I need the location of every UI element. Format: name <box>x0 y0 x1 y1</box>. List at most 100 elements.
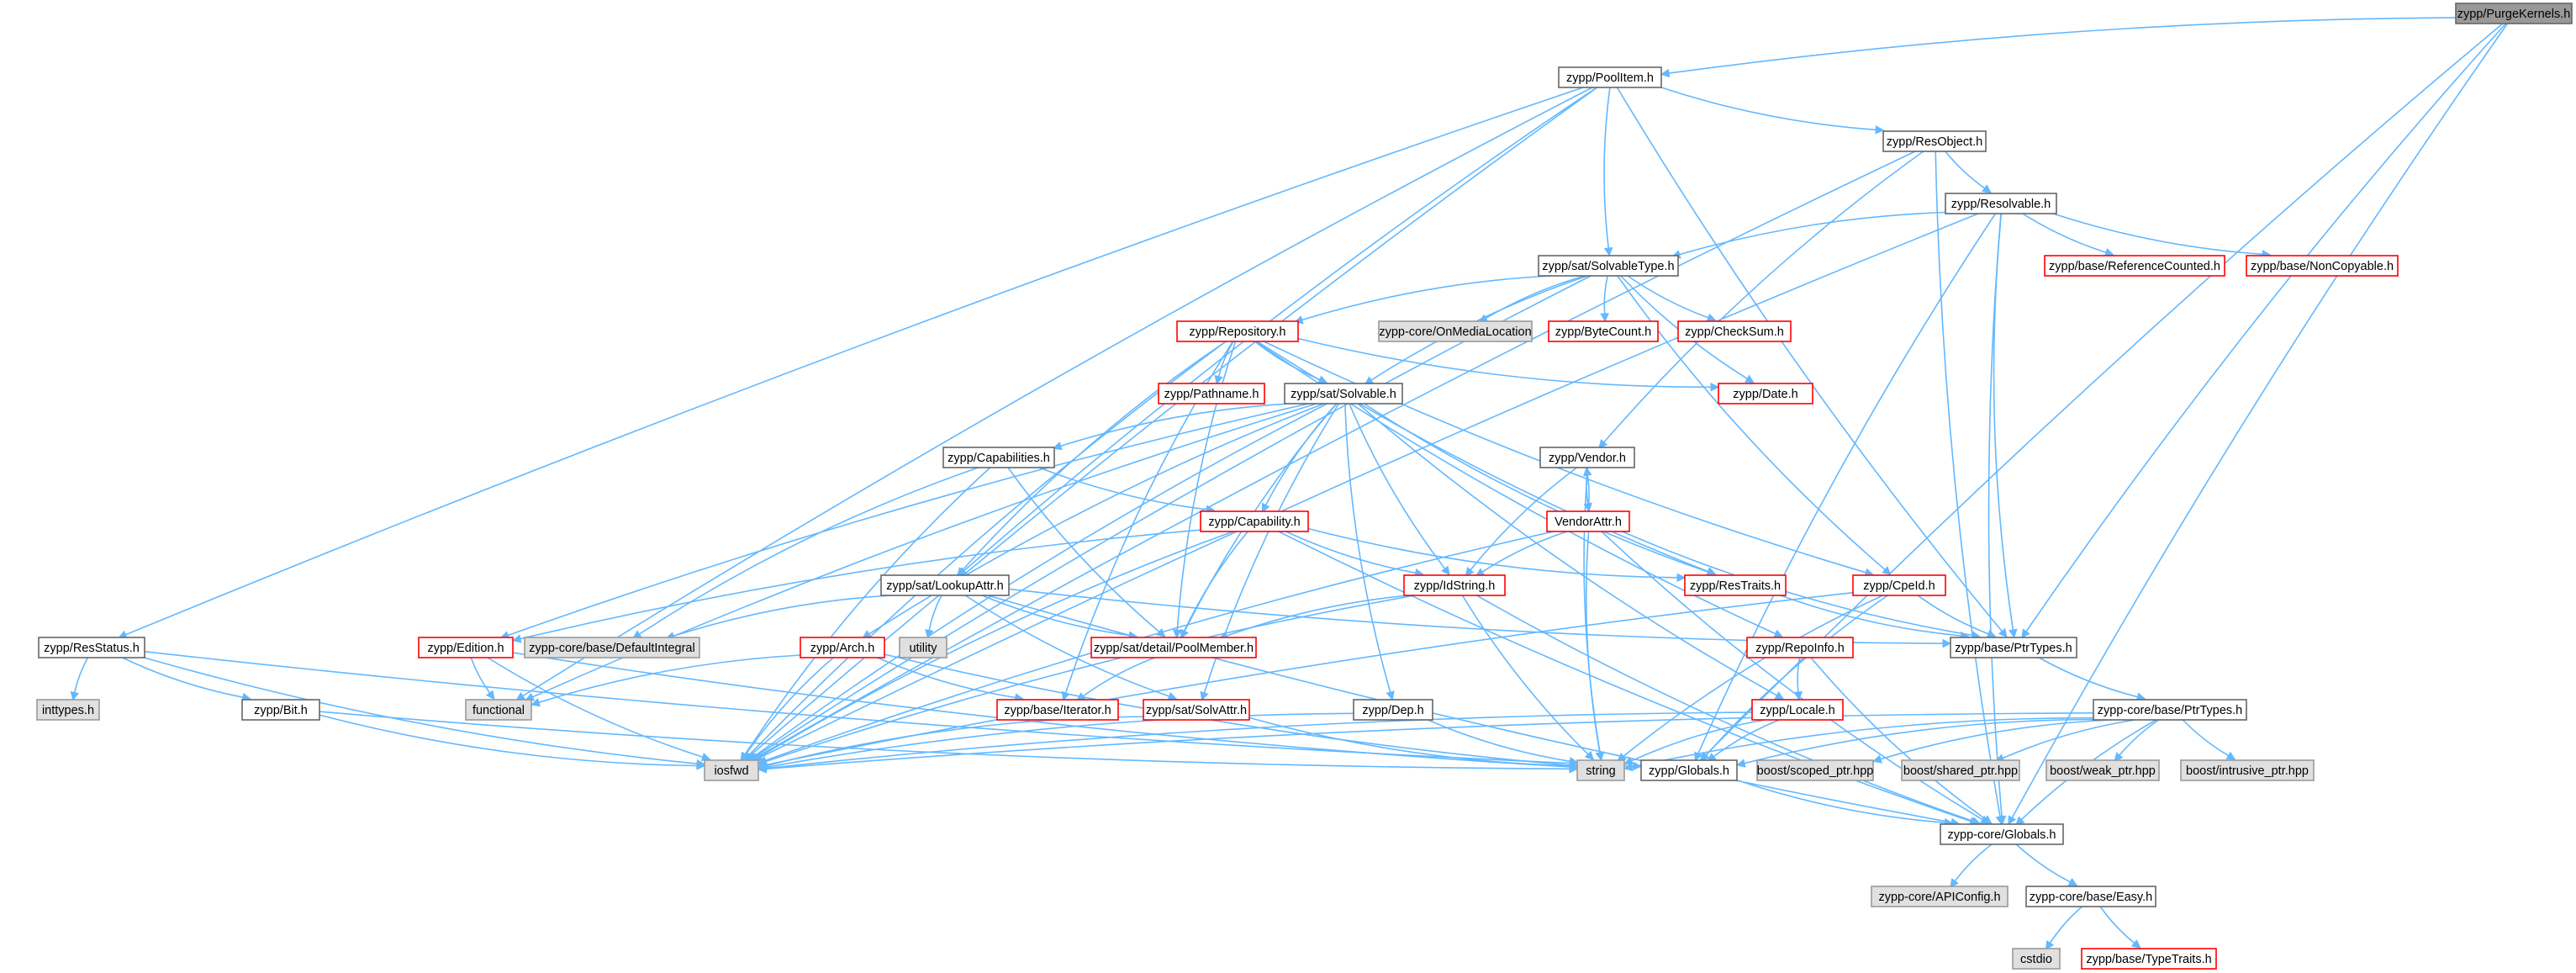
edge-poolitem-to-solvabletype <box>1603 87 1611 249</box>
node-box-purgekernels <box>2455 3 2573 24</box>
edge-resstatus-to-iosfwd <box>144 657 698 764</box>
node-label-solvabletype: zypp/sat/SolvableType.h <box>1542 260 1674 273</box>
edge-resobject-to-iosfwd <box>757 151 1916 758</box>
edge-resobject-to-coreglobals <box>1935 151 2001 817</box>
arrowhead-repository-to-lookupattr <box>956 567 966 577</box>
node-label-noncopyable: zypp/base/NonCopyable.h <box>2251 260 2394 273</box>
node-vendor[interactable]: zypp/Vendor.h <box>1539 447 1635 468</box>
edge-arch-to-string <box>884 653 1570 766</box>
node-resobject[interactable]: zypp/ResObject.h <box>1882 130 1987 152</box>
edge-solvable-to-dep <box>1344 403 1391 693</box>
edge-edition-to-string <box>512 652 1570 768</box>
node-solvattr[interactable]: zypp/sat/SolvAttr.h <box>1143 699 1250 721</box>
edge-restraits-to-ptrtypes <box>1780 595 1961 637</box>
node-resolvable[interactable]: zypp/Resolvable.h <box>1945 193 2057 214</box>
edge-poolitem-to-lookupattr <box>963 87 1597 572</box>
node-edition[interactable]: zypp/Edition.h <box>418 637 514 658</box>
node-box-apiconfig <box>1871 886 2009 907</box>
arrowhead-repository-to-poolmember <box>1172 629 1182 639</box>
edge-idstring-to-coreglobals <box>1476 595 1973 822</box>
node-capabilities[interactable]: zypp/Capabilities.h <box>942 447 1055 468</box>
node-idstring[interactable]: zypp/IdString.h <box>1403 574 1506 596</box>
node-repoinfo[interactable]: zypp/RepoInfo.h <box>1746 637 1854 658</box>
edge-lookupattr-to-defaultintegral <box>673 595 891 637</box>
arrowhead-coreglobals-to-easy <box>2067 877 2078 886</box>
node-box-capability <box>1200 510 1309 532</box>
node-solvable[interactable]: zypp/sat/Solvable.h <box>1284 383 1403 405</box>
edge-vendorattr-to-idstring <box>1481 531 1568 573</box>
node-cpeid[interactable]: zypp/CpeId.h <box>1852 574 1946 596</box>
node-repository[interactable]: zypp/Repository.h <box>1176 320 1299 342</box>
arrowhead-solvabletype-to-date <box>1745 374 1755 383</box>
node-box-cpeid <box>1852 574 1946 596</box>
arrowhead-coreptrtypes-to-intrusiveptr <box>2225 751 2236 760</box>
edge-vendorattr-to-vendor <box>1586 474 1590 512</box>
node-noncopyable[interactable]: zypp/base/NonCopyable.h <box>2246 255 2399 277</box>
edge-coreglobals-to-apiconfig <box>1954 843 1993 882</box>
node-box-iterator <box>996 699 1119 721</box>
node-bit[interactable]: zypp/Bit.h <box>241 699 320 721</box>
arrowhead-edition-to-functional <box>485 690 495 701</box>
node-capability[interactable]: zypp/Capability.h <box>1200 510 1309 532</box>
arrowhead-cpeid-to-ptrtypes <box>1986 629 1997 638</box>
node-locale[interactable]: zypp/Locale.h <box>1751 699 1844 721</box>
node-resstatus[interactable]: zypp/ResStatus.h <box>38 637 145 658</box>
arrowhead-vendor-to-idstring <box>1465 567 1475 577</box>
arrowhead-coreptrtypes-to-globals <box>1736 759 1746 768</box>
edge-cpeid-to-ptrtypes <box>1917 595 1989 635</box>
node-label-date: zypp/Date.h <box>1733 388 1797 401</box>
edge-resstatus-to-globals <box>144 651 1634 767</box>
edges-layer <box>70 17 2509 950</box>
edge-ptrtypes-to-coreptrtypes <box>2038 657 2138 698</box>
edge-arch-to-functional <box>538 654 801 704</box>
node-coreptrtypes[interactable]: zypp-core/base/PtrTypes.h <box>2093 699 2247 721</box>
edge-bit-to-iosfwd <box>319 714 698 767</box>
edge-solvable-to-capability <box>1264 403 1338 505</box>
node-box-repoinfo <box>1746 637 1854 658</box>
edge-resolvable-to-iosfwd <box>760 213 1979 759</box>
node-easy[interactable]: zypp-core/base/Easy.h <box>2025 886 2156 907</box>
node-arch[interactable]: zypp/Arch.h <box>800 637 885 658</box>
node-vendorattr[interactable]: VendorAttr.h <box>1546 510 1630 532</box>
node-purgekernels[interactable]: zypp/PurgeKernels.h <box>2455 3 2573 24</box>
node-box-globals <box>1640 759 1738 781</box>
node-label-iosfwd: iosfwd <box>714 764 748 778</box>
edge-edition-to-functional <box>470 657 491 694</box>
node-label-functional: functional <box>472 704 525 717</box>
arrowhead-purgekernels-to-ptrtypes <box>2021 628 2030 639</box>
node-poolitem[interactable]: zypp/PoolItem.h <box>1558 66 1662 88</box>
edge-capability-to-coreglobals <box>1278 531 1972 822</box>
node-lookupattr[interactable]: zypp/sat/LookupAttr.h <box>880 574 1010 596</box>
node-box-intrusiveptr <box>2180 759 2315 781</box>
node-checksum[interactable]: zypp/CheckSum.h <box>1677 320 1792 342</box>
node-globals[interactable]: zypp/Globals.h <box>1640 759 1738 781</box>
edge-solvable-to-arch <box>868 403 1324 635</box>
node-refcounted[interactable]: zypp/base/ReferenceCounted.h <box>2044 255 2225 277</box>
node-dep[interactable]: zypp/Dep.h <box>1353 699 1433 721</box>
edge-capabilities-to-poolmember <box>1007 467 1160 633</box>
arrowhead-resstatus-to-inttypes <box>70 690 79 701</box>
node-coreglobals[interactable]: zypp-core/Globals.h <box>1940 823 2064 845</box>
node-box-refcounted <box>2044 255 2225 277</box>
edge-edition-to-iosfwd <box>487 657 704 758</box>
node-date[interactable]: zypp/Date.h <box>1718 383 1813 405</box>
edge-coreptrtypes-to-scopedptr <box>1880 719 2111 760</box>
node-pathname[interactable]: zypp/Pathname.h <box>1158 383 1265 405</box>
node-box-solvable <box>1284 383 1403 405</box>
node-label-sharedptr: boost/shared_ptr.hpp <box>1903 764 2018 778</box>
edge-resstatus-to-inttypes <box>73 657 89 693</box>
node-label-poolmember: zypp/sat/detail/PoolMember.h <box>1094 642 1254 655</box>
node-bytecount[interactable]: zypp/ByteCount.h <box>1548 320 1659 342</box>
node-restraits[interactable]: zypp/ResTraits.h <box>1684 574 1787 596</box>
node-solvabletype[interactable]: zypp/sat/SolvableType.h <box>1538 255 1679 277</box>
edge-capabilities-to-capability <box>1038 467 1207 510</box>
node-box-defaultintegral <box>524 637 700 658</box>
node-label-dep: zypp/Dep.h <box>1362 704 1423 717</box>
node-ptrtypes[interactable]: zypp/base/PtrTypes.h <box>1950 637 2077 658</box>
node-poolmember[interactable]: zypp/sat/detail/PoolMember.h <box>1090 637 1257 658</box>
node-iterator[interactable]: zypp/base/Iterator.h <box>996 699 1119 721</box>
node-label-scopedptr: boost/scoped_ptr.hpp <box>1757 764 1874 778</box>
node-box-pathname <box>1158 383 1265 405</box>
node-intrusiveptr: boost/intrusive_ptr.hpp <box>2180 759 2315 781</box>
node-typetraits[interactable]: zypp/base/TypeTraits.h <box>2081 948 2217 970</box>
